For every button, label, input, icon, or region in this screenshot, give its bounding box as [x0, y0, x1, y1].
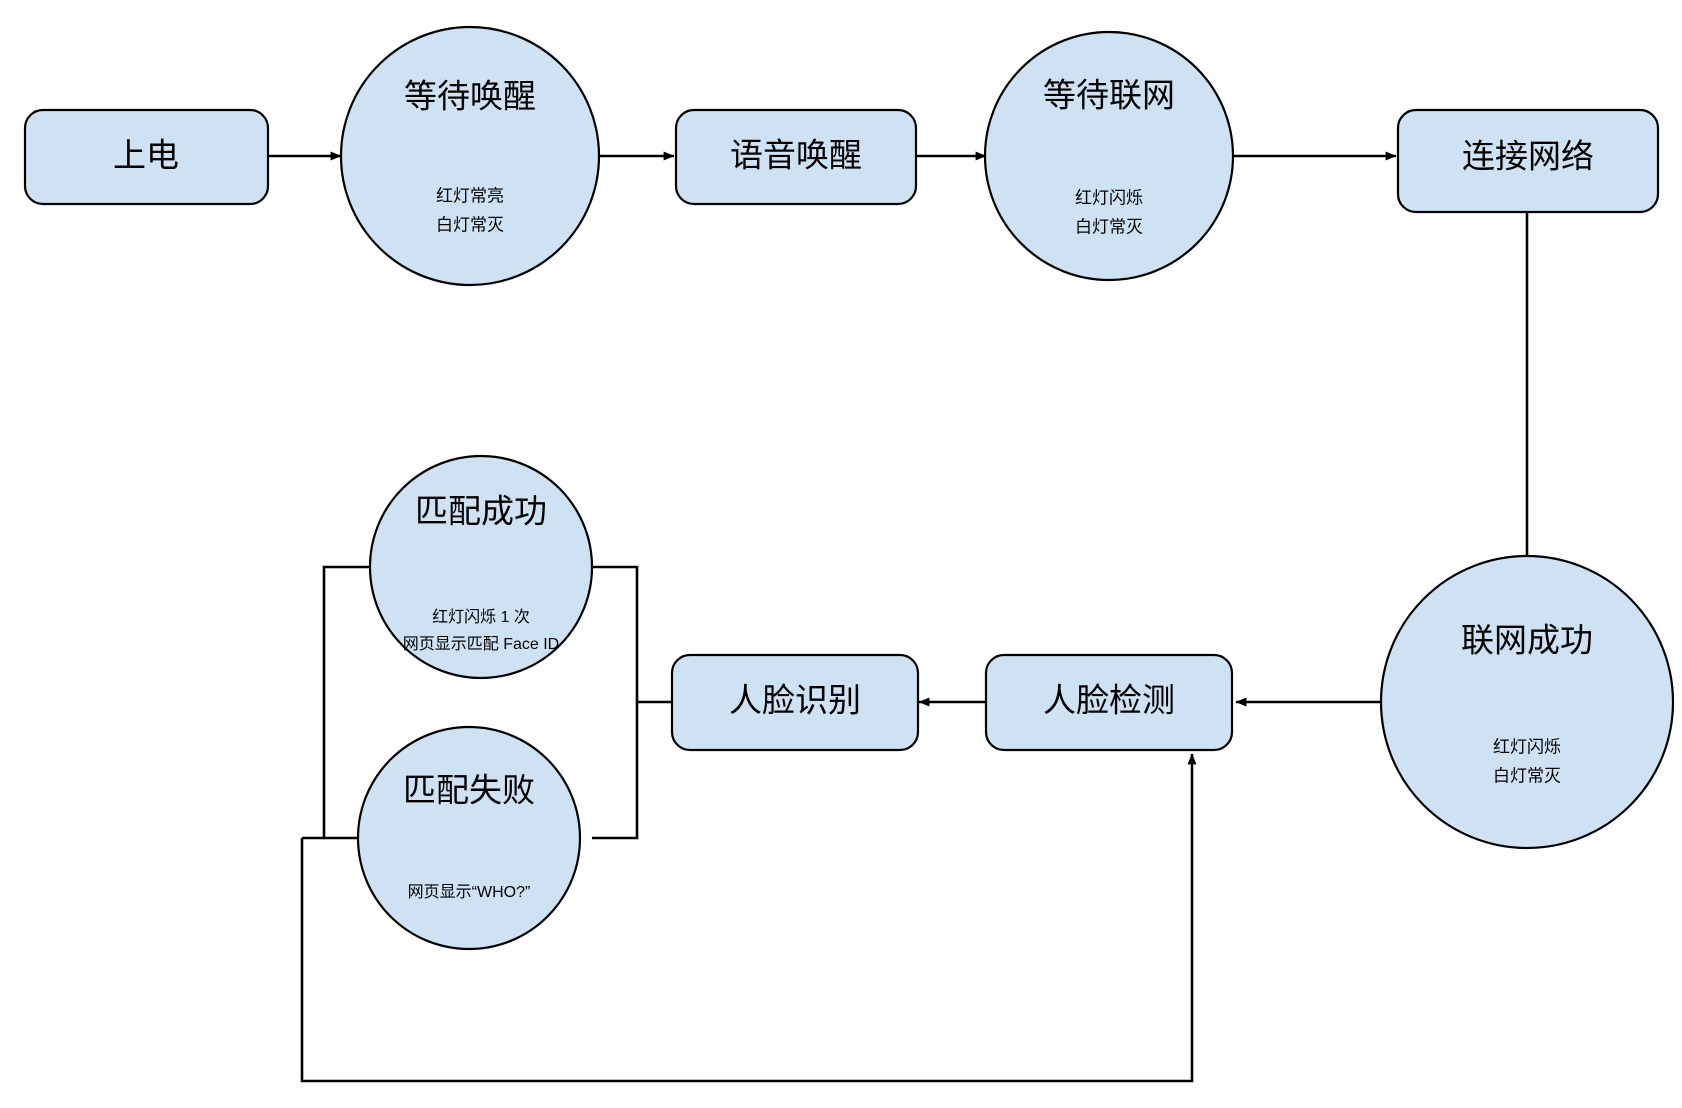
node-connect-network-shape[interactable]	[1396, 108, 1660, 214]
node-match-success-label: 匹配成功	[415, 493, 547, 530]
node-power-on[interactable]: 上电	[23, 108, 270, 206]
edge-match-fail-loop-to-face-detect	[300, 753, 1197, 1083]
node-network-success-shape[interactable]	[1379, 554, 1675, 850]
node-face-detect[interactable]: 人脸检测	[984, 653, 1234, 752]
node-match-fail-label: 匹配失败	[403, 772, 535, 809]
node-match-success-subline-2: 网页显示匹配 Face ID	[403, 635, 559, 653]
connectors-layer	[269, 151, 1532, 1083]
node-voice-wakeup-shape[interactable]	[674, 108, 918, 206]
node-connect-network-label: 连接网络	[1462, 138, 1594, 175]
node-wait-wakeup-subline-2: 白灯常灭	[436, 215, 504, 234]
node-voice-wakeup[interactable]: 语音唤醒	[674, 108, 918, 206]
node-face-recognize[interactable]: 人脸识别	[670, 653, 920, 752]
node-wait-network-shape[interactable]	[983, 30, 1235, 282]
node-wait-wakeup-label: 等待唤醒	[404, 78, 536, 115]
node-wait-network-subline-2: 白灯常灭	[1075, 217, 1143, 236]
node-power-on-shape[interactable]	[23, 108, 270, 206]
node-match-fail-shape[interactable]	[356, 725, 582, 951]
node-face-recognize-label: 人脸识别	[729, 682, 861, 719]
node-match-fail-subline-1: 网页显示“WHO?”	[408, 884, 531, 901]
node-wait-wakeup[interactable]: 等待唤醒 红灯常亮 白灯常灭	[339, 25, 601, 287]
node-network-success[interactable]: 联网成功 红灯闪烁 白灯常灭	[1379, 554, 1675, 850]
node-match-fail[interactable]: 匹配失败 网页显示“WHO?”	[356, 725, 582, 951]
node-wait-network[interactable]: 等待联网 红灯闪烁 白灯常灭	[983, 30, 1235, 282]
node-face-detect-shape[interactable]	[984, 653, 1234, 752]
node-network-success-subline-1: 红灯闪烁	[1493, 737, 1561, 756]
node-match-success-shape[interactable]	[368, 454, 594, 680]
node-network-success-subline-2: 白灯常灭	[1493, 766, 1561, 785]
node-face-recognize-shape[interactable]	[670, 653, 920, 752]
node-voice-wakeup-label: 语音唤醒	[730, 137, 862, 174]
edge-match-success-left-stub	[322, 565, 370, 840]
node-wait-wakeup-subline-1: 红灯常亮	[436, 186, 504, 205]
node-power-on-label: 上电	[113, 137, 179, 174]
node-network-success-label: 联网成功	[1461, 622, 1593, 659]
node-wait-network-label: 等待联网	[1043, 77, 1175, 114]
node-match-success-subline-1: 红灯闪烁 1 次	[432, 608, 530, 626]
node-wait-network-subline-1: 红灯闪烁	[1075, 188, 1143, 207]
node-face-detect-label: 人脸检测	[1043, 682, 1175, 719]
edge-face-recognize-to-match-branch	[592, 565, 672, 704]
node-match-success[interactable]: 匹配成功 红灯闪烁 1 次 网页显示匹配 Face ID	[368, 454, 594, 680]
node-connect-network[interactable]: 连接网络	[1396, 108, 1660, 214]
edge-branch-to-match-fail	[592, 702, 639, 840]
node-wait-wakeup-shape[interactable]	[339, 25, 601, 287]
